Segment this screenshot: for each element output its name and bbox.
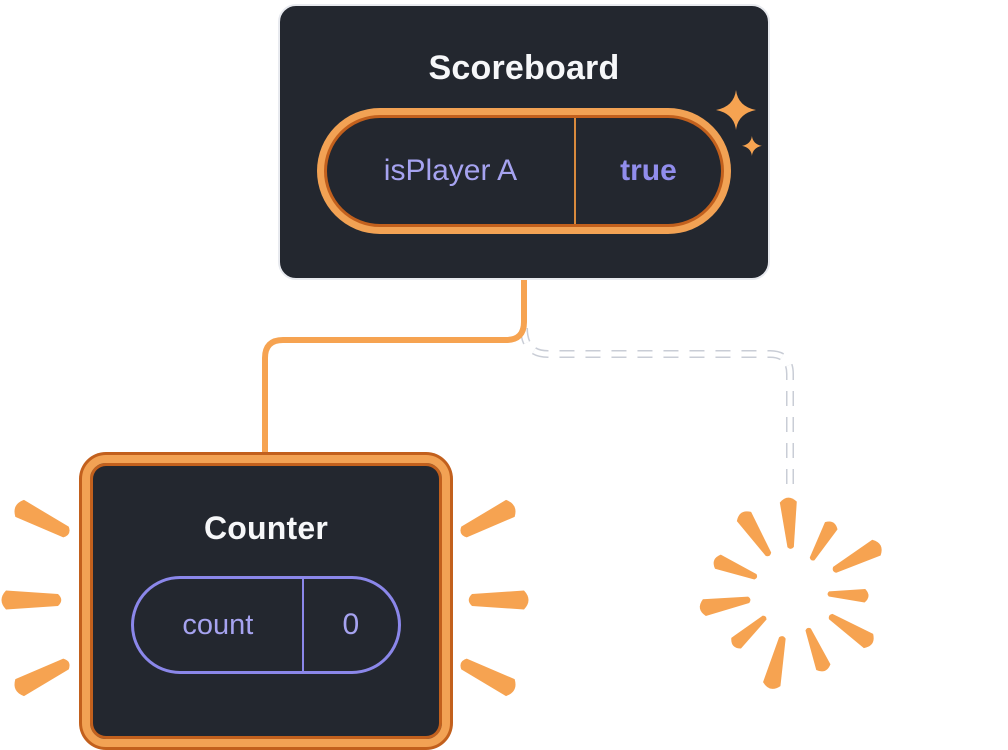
connector-solid	[262, 267, 527, 473]
state-key-cell: count	[134, 579, 302, 671]
state-key-cell: isPlayer A	[327, 118, 574, 224]
counter-state-key: count	[182, 608, 254, 641]
emphasis-rays-right	[456, 497, 529, 699]
scoreboard-node: Scoreboard isPlayer A true	[278, 4, 770, 280]
scoreboard-state-pill: isPlayer A true	[324, 115, 724, 228]
counter-state-value: 0	[342, 608, 360, 642]
counter-state-pill: count 0	[131, 576, 401, 675]
pill-divider	[301, 579, 304, 672]
burst-icon	[698, 497, 885, 691]
connector-dashed-outline	[520, 327, 794, 492]
pill-divider	[573, 118, 576, 225]
emphasis-rays-left	[1, 497, 74, 699]
scoreboard-state-value: true	[620, 154, 677, 188]
counter-title: Counter	[203, 510, 329, 546]
scoreboard-title: Scoreboard	[428, 49, 620, 87]
state-value-cell: 0	[304, 579, 398, 671]
connector-dashed	[521, 327, 793, 492]
state-value-cell: true	[576, 118, 721, 224]
scoreboard-state-key: isPlayer A	[383, 154, 518, 188]
counter-node: Counter count 0	[82, 455, 450, 747]
